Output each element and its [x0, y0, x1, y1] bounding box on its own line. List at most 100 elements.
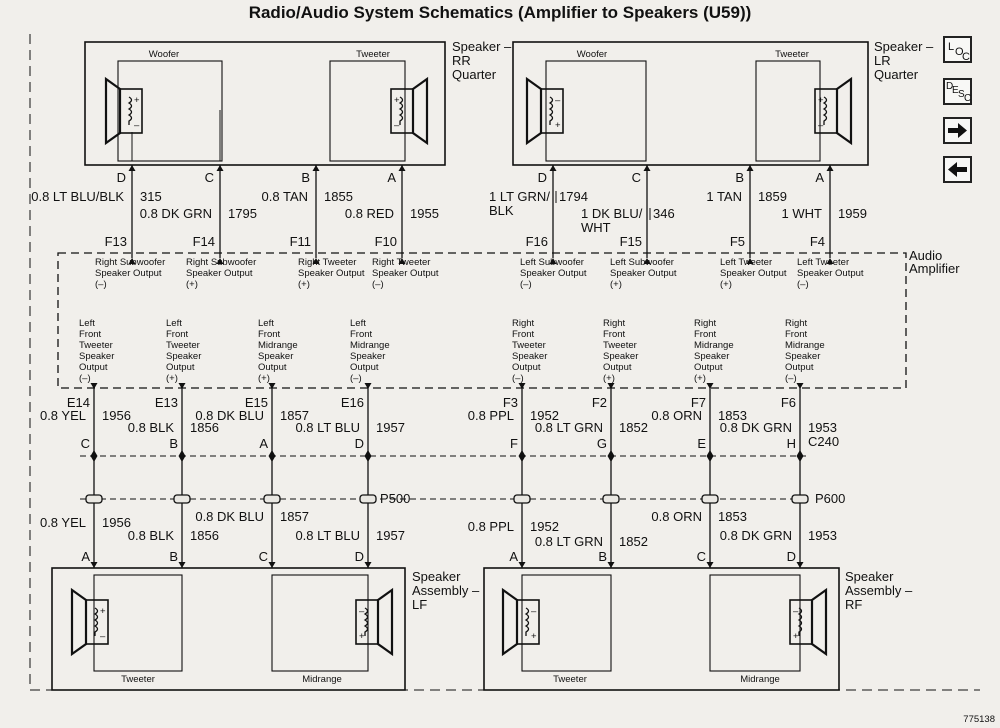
rf-tweeter-symbol: –+	[501, 587, 540, 657]
wire-arrow	[706, 450, 714, 456]
circuit-number-label: 315	[140, 189, 162, 204]
speaker-lr-label: LR	[874, 53, 891, 68]
speaker-pin-label: B	[301, 170, 310, 185]
amp-pin-label: F15	[620, 234, 642, 249]
amp-pin-label: E13	[155, 395, 178, 410]
wire-arrow	[398, 165, 406, 171]
next-page-button[interactable]	[943, 117, 972, 144]
rr-tweeter-label: Tweeter	[356, 49, 390, 60]
amp-output-label: Right	[512, 318, 535, 329]
amp-output-label: Front	[79, 329, 102, 340]
rr-woofer-frame	[117, 60, 223, 162]
wire-arrow	[518, 456, 526, 462]
desc-letter: C	[964, 92, 972, 104]
wire-arrow	[607, 456, 615, 462]
circuit-number-label: 1956	[102, 515, 131, 530]
wire-arrow	[549, 165, 557, 171]
amp-output-label: Left Tweeter	[720, 257, 772, 268]
inline-connector-symbol	[791, 494, 809, 504]
p500-connector-label: P500	[380, 491, 410, 506]
amp-output-label: Front	[785, 329, 808, 340]
wire-arrow	[268, 450, 276, 456]
speaker-assembly-lf-label: Assembly –	[412, 583, 480, 598]
wire-color-label: 0.8 RED	[345, 206, 394, 221]
amp-pin-label: F16	[526, 234, 548, 249]
wire-arrow	[90, 450, 98, 456]
c240-pin-label: F	[510, 436, 518, 451]
circuit-number-label: 1794	[559, 189, 588, 204]
speaker-assembly-rf-label: Assembly –	[845, 583, 913, 598]
rr-woofer-label: Woofer	[149, 49, 179, 60]
amp-output-label: Output	[79, 362, 108, 373]
amp-output-label: Speaker	[166, 351, 201, 362]
wire-arrow	[706, 562, 714, 568]
speaker-coil	[127, 96, 133, 125]
amp-output-label: Speaker	[79, 351, 114, 362]
polarity-label: +	[100, 606, 106, 617]
previous-page-button[interactable]	[943, 156, 972, 183]
amp-output-label: (+)	[720, 279, 732, 290]
speaker-cone	[70, 587, 88, 657]
amp-output-label: (–)	[512, 373, 524, 384]
wire-arrow	[216, 165, 224, 171]
circuit-number-label: 1953	[808, 420, 837, 435]
amp-pin-label: F13	[105, 234, 127, 249]
loc-letter: L	[948, 40, 955, 53]
wire-arrow	[706, 456, 714, 462]
speaker-pin-label: A	[815, 170, 824, 185]
amp-output-label: Front	[166, 329, 189, 340]
audio-amplifier-label: Audio	[909, 248, 942, 263]
speaker-coil	[93, 607, 99, 636]
polarity-label: –	[394, 120, 400, 131]
inline-connector-symbol	[602, 494, 620, 504]
polarity-label: –	[100, 631, 106, 642]
wire-color-label: 0.8 DK GRN	[720, 420, 792, 435]
amp-output-label: Speaker Output	[610, 268, 677, 279]
speaker-pin-label: D	[787, 549, 796, 564]
wire-color-label: 0.8 LT BLU	[295, 420, 360, 435]
amp-output-label: Speaker	[350, 351, 385, 362]
speaker-pin-label: B	[598, 549, 607, 564]
amp-output-label: Midrange	[694, 340, 734, 351]
wire-arrow	[312, 165, 320, 171]
amp-output-label: Output	[258, 362, 287, 373]
audio-amplifier-box	[57, 252, 907, 389]
wire-color-label: 0.8 LT BLU	[295, 528, 360, 543]
amp-output-label: Tweeter	[79, 340, 113, 351]
polarity-label: –	[359, 606, 365, 617]
circuit-number-label: 1957	[376, 528, 405, 543]
circuit-number-label: 1956	[102, 408, 131, 423]
amp-output-label: Output	[350, 362, 379, 373]
speaker-assembly-rf-label: Speaker	[845, 569, 894, 584]
wire-arrow	[312, 258, 320, 264]
wire-arrow	[643, 165, 651, 171]
circuit-number-label: 1952	[530, 408, 559, 423]
lf-midrange-symbol: –+	[355, 587, 394, 657]
amp-output-label: Output	[694, 362, 723, 373]
wire-color-label: 0.8 TAN	[262, 189, 308, 204]
inline-connector-symbol	[701, 494, 719, 504]
inline-connector-symbol	[263, 494, 281, 504]
wire-arrow	[796, 456, 804, 462]
amp-output-label: Midrange	[785, 340, 825, 351]
wire-color-label: 0.8 BLK	[128, 528, 175, 543]
wire-arrow	[268, 456, 276, 462]
circuit-number-label: 1853	[718, 509, 747, 524]
wire-color-label: 0.8 DK BLU	[195, 509, 264, 524]
lf-tweeter-label: Tweeter	[121, 674, 155, 685]
amp-output-label: (–)	[797, 279, 809, 290]
wire-arrow	[607, 562, 615, 568]
wire-color-label: 0.8 ORN	[651, 408, 702, 423]
wire-color-label: 0.8 LT BLU/BLK	[31, 189, 124, 204]
amp-output-label: Tweeter	[512, 340, 546, 351]
circuit-number-label: 1857	[280, 408, 309, 423]
rr-tweeter-frame	[329, 60, 406, 162]
circuit-number-label: 1957	[376, 420, 405, 435]
amp-pin-label: F3	[503, 395, 518, 410]
amp-output-label: Speaker Output	[95, 268, 162, 279]
